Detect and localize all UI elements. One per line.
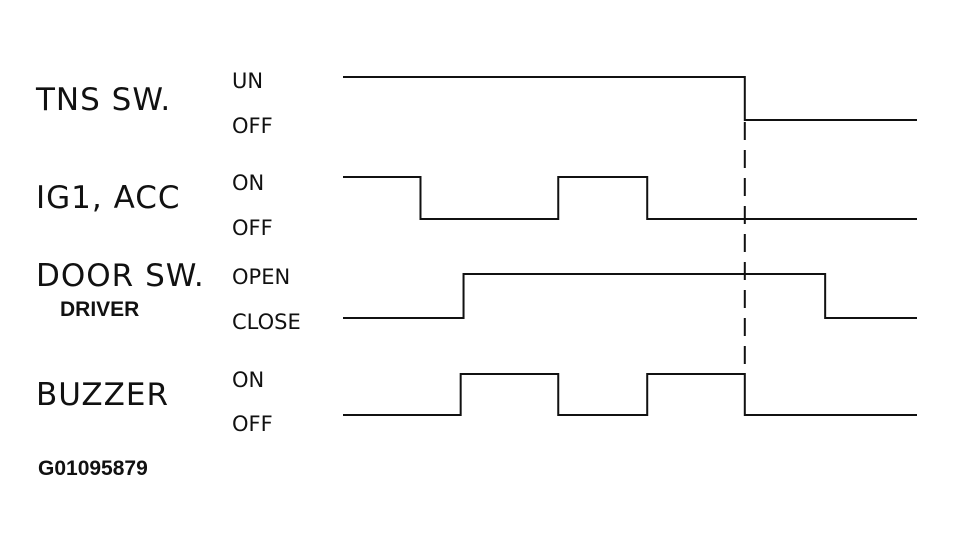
signal-label-door-sw: DOOR SW.	[36, 258, 205, 294]
state-low-ig1-acc: OFF	[232, 216, 273, 240]
waveform-ig1-acc	[343, 176, 917, 220]
signal-label-ig1-acc: IG1, ACC	[36, 180, 181, 216]
state-high-ig1-acc: ON	[232, 171, 264, 195]
waveform-buzzer	[343, 373, 917, 416]
waveform-tns-sw	[343, 76, 917, 121]
signal-sublabel-door-sw: DRIVER	[60, 298, 139, 321]
signal-label-buzzer: BUZZER	[36, 377, 169, 413]
state-low-tns-sw: OFF	[232, 114, 273, 138]
signal-label-tns-sw: TNS SW.	[35, 82, 171, 118]
state-high-door-sw: OPEN	[232, 265, 290, 289]
state-low-door-sw: CLOSE	[232, 310, 301, 334]
waveform-door-sw	[343, 273, 917, 319]
state-low-buzzer: OFF	[232, 412, 273, 436]
state-high-tns-sw: UN	[232, 69, 263, 93]
figure-id: G01095879	[38, 457, 148, 480]
state-high-buzzer: ON	[232, 368, 264, 392]
